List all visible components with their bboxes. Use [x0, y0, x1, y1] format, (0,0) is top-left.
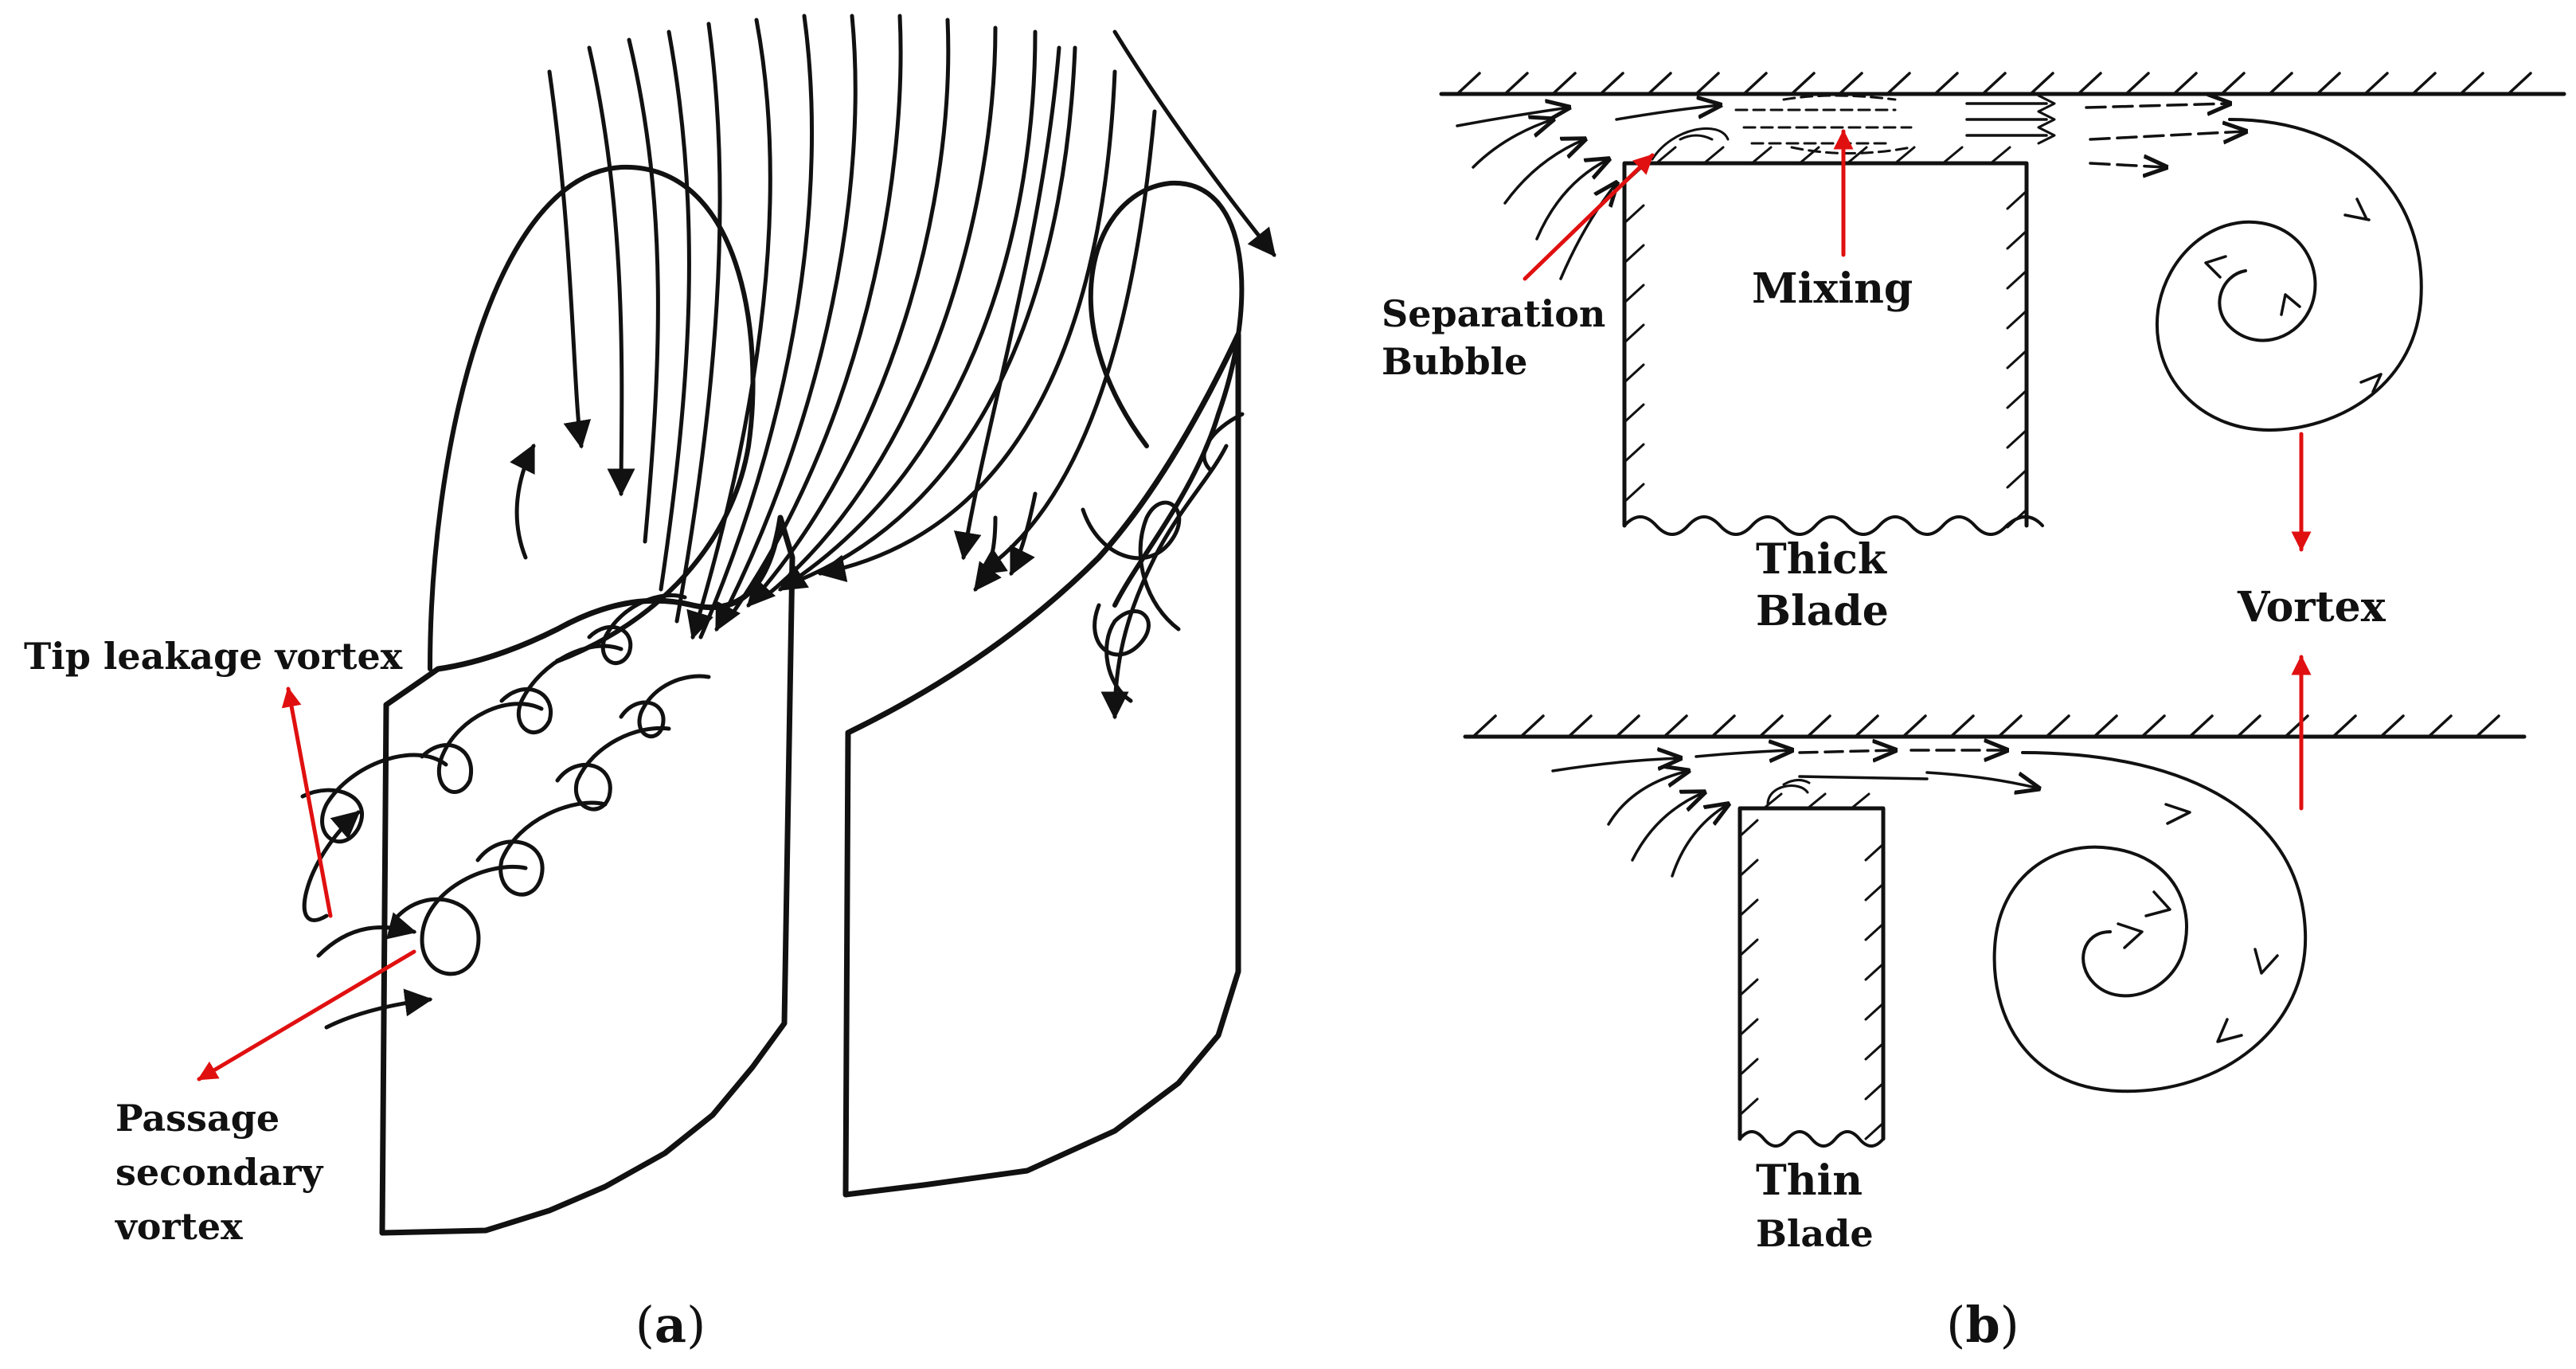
separation-bubble-annotation-arrow	[1523, 153, 1655, 281]
label-separation-line2: Bubble	[1382, 340, 1527, 383]
label-separation-line1: Separation	[1382, 292, 1605, 335]
tip-leakage-annotation-arrow	[281, 686, 333, 918]
label-vortex: Vortex	[2237, 583, 2386, 632]
left-tip-loop	[428, 164, 756, 671]
right-blade-swirls	[973, 412, 1245, 720]
tip-leakage-vortex-spirals	[300, 443, 687, 922]
incoming-streamlines	[547, 14, 1276, 640]
passage-secondary-vortex-spirals	[316, 674, 711, 1030]
label-thick-line2: Blade	[1756, 587, 1889, 636]
lower-flow-arrows	[1551, 750, 2039, 878]
label-thick-line1: Thick	[1756, 535, 1887, 584]
caption-a: (a)	[635, 1296, 706, 1354]
label-thin-line1: Thin	[1756, 1156, 1863, 1205]
upper-flow-arrows	[1456, 96, 2246, 280]
label-passage-line1: Passage	[115, 1097, 279, 1140]
left-blade-outline	[379, 514, 795, 1236]
label-mixing: Mixing	[1752, 264, 1913, 313]
label-passage-line3: vortex	[115, 1205, 243, 1248]
lower-vortex-spiral	[1992, 751, 2308, 1093]
passage-vortex-annotation-arrow	[197, 949, 416, 1082]
caption-b: (b)	[1946, 1296, 2019, 1354]
thin-blade	[1738, 779, 1886, 1148]
upper-wall	[1439, 72, 2566, 96]
right-blade-outline	[842, 331, 1241, 1198]
lower-wall	[1463, 714, 2527, 739]
upper-vortex-spiral	[2155, 118, 2423, 432]
right-tip-loop	[1088, 180, 1245, 608]
panel-a: Tip leakage vortex Passage secondary vor…	[24, 14, 1276, 1354]
label-passage-line2: secondary	[115, 1151, 324, 1194]
label-tip-leakage-vortex: Tip leakage vortex	[24, 635, 403, 678]
label-thin-line2: Blade	[1756, 1212, 1874, 1255]
thick-blade	[1622, 146, 2044, 536]
panel-b: Separation Bubble Mixing Thick Blade Vor…	[1382, 72, 2566, 1354]
